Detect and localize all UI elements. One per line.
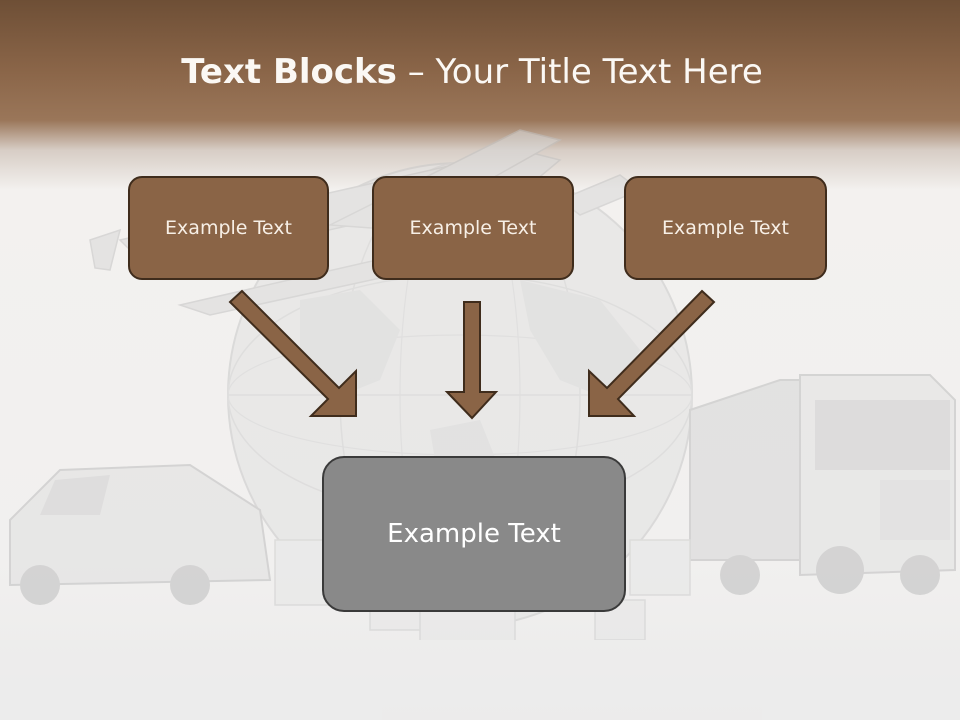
arrow-right-icon [588, 289, 716, 417]
title-dash: – [396, 52, 436, 92]
text-block-right: Example Text [624, 176, 827, 280]
arrow-center-icon [444, 301, 499, 420]
arrow-left-icon [228, 289, 357, 417]
text-block-right-label: Example Text [662, 217, 789, 239]
title-bold-text: Text Blocks [181, 52, 397, 92]
title-subtitle-text: Your Title Text Here [435, 52, 763, 92]
text-block-center-label: Example Text [409, 217, 537, 239]
slide-title: Text Blocks – Your Title Text Here [0, 52, 944, 92]
text-block-bottom-label: Example Text [387, 519, 561, 549]
text-block-left-label: Example Text [165, 217, 292, 239]
van-icon [9, 463, 272, 605]
text-block-center: Example Text [372, 176, 574, 280]
text-block-left: Example Text [128, 176, 329, 280]
truck-icon [689, 374, 956, 595]
text-block-bottom: Example Text [322, 456, 626, 612]
